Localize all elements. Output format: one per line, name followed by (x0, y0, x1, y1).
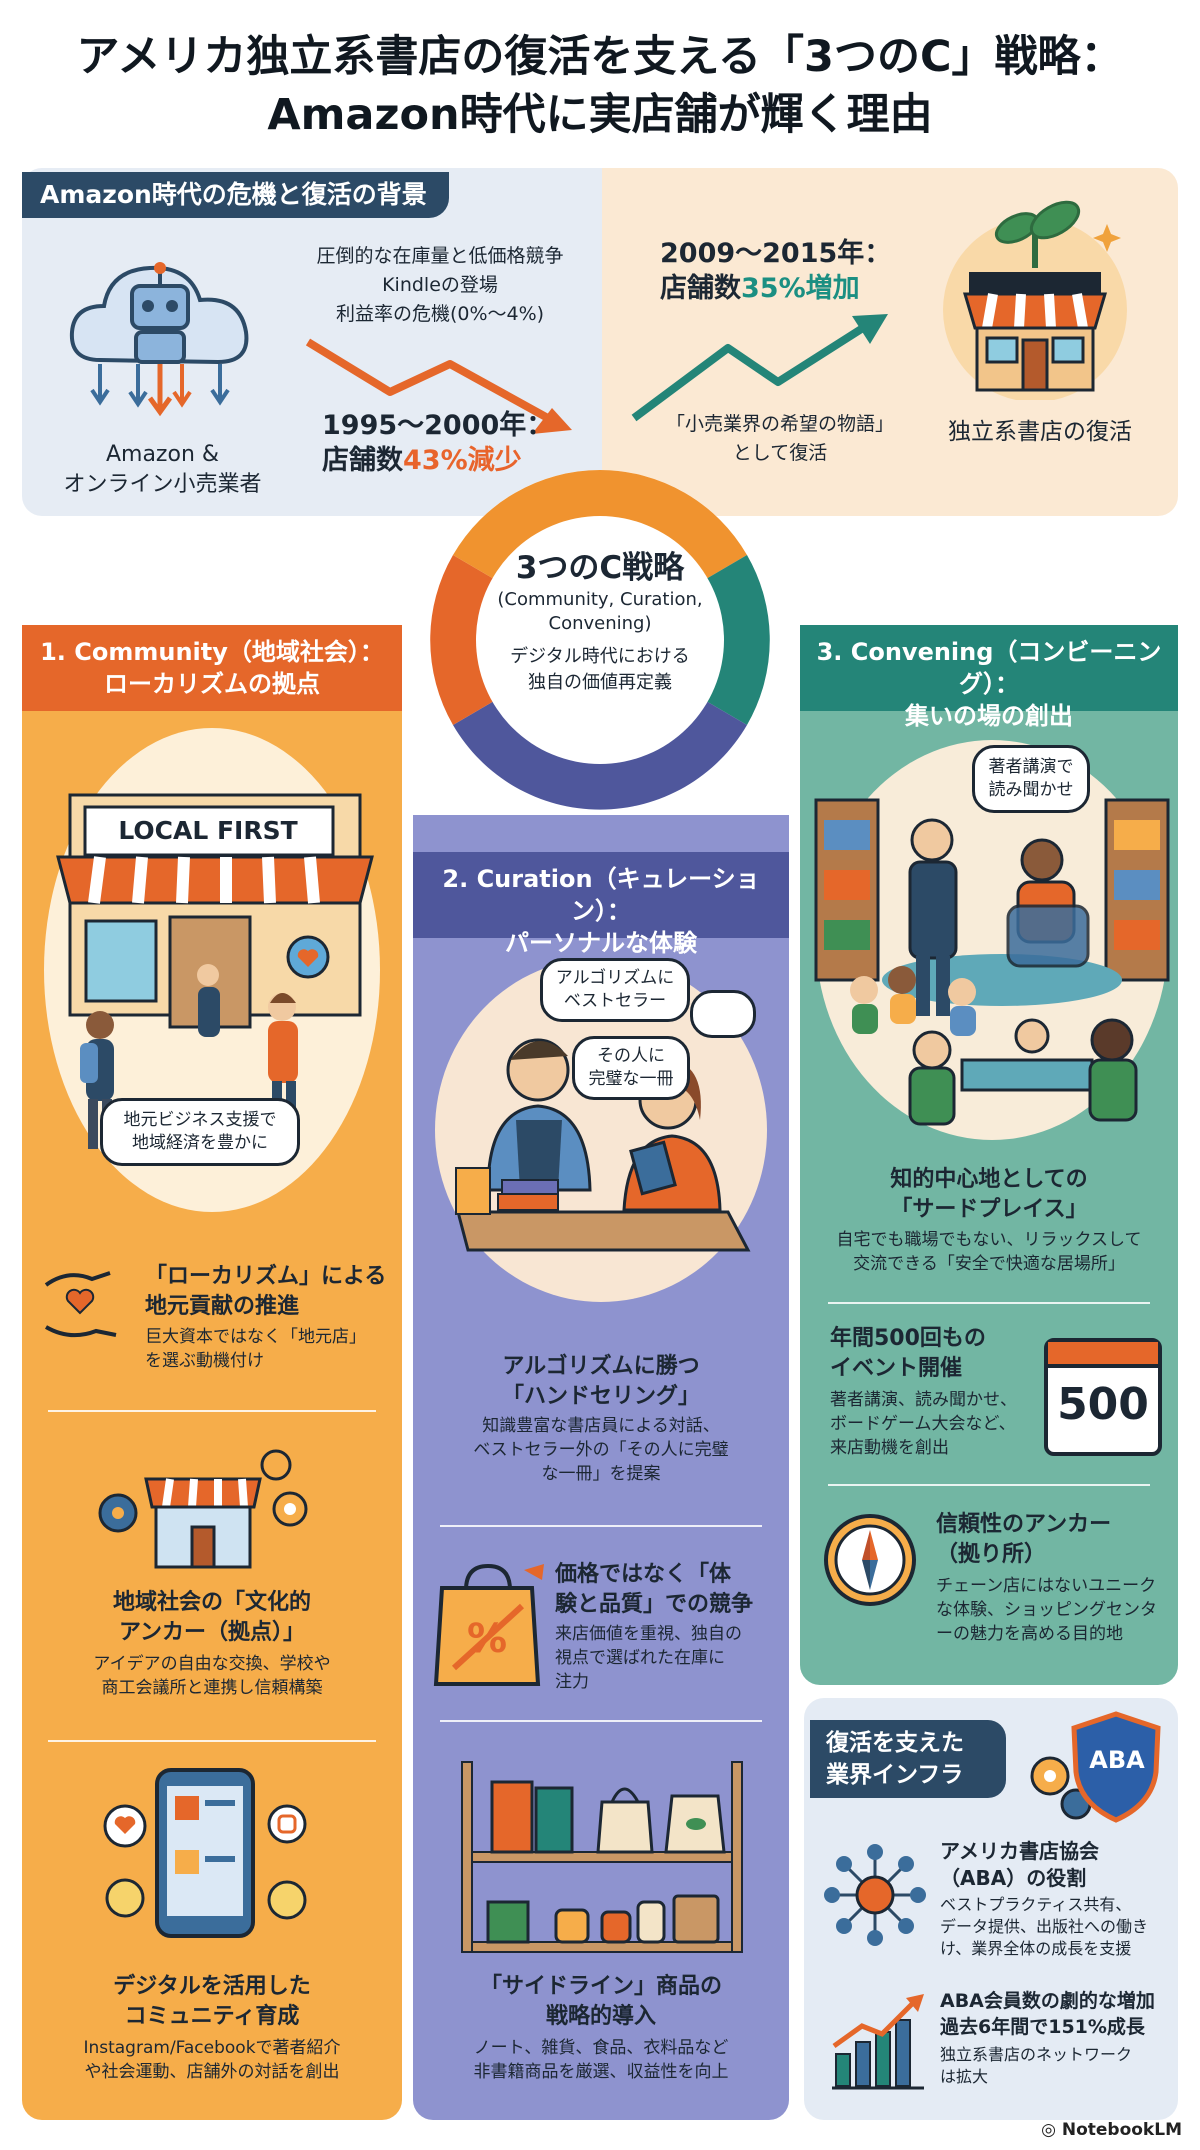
community-speech-bubble: 地元ビジネス支援で 地域経済を豊かに (100, 1098, 300, 1166)
shopping-bag-discount-icon: % (433, 1563, 544, 1686)
author-talk-bubble: 著者講演で 読み聞かせ (972, 745, 1090, 813)
hub-text: 3つのC戦略 (Community, Curation, Convening) … (448, 548, 752, 696)
local-store-illustration (44, 728, 380, 1212)
infra-item-2-title: ABA会員数の劇的な増加 過去6年間で151%成長 (940, 1990, 1155, 2038)
three-c-hub-ring (430, 470, 770, 810)
notebooklm-icon: ◎ (1041, 2120, 1062, 2140)
divider (48, 1740, 376, 1742)
curation-item-1-body: 知識豊富な書店員による対話、 ベストセラー外の「その人に完璧 な一冊」を提案 (473, 1416, 729, 1484)
community-heading: 1. Community（地域社会）： ローカリズムの拠点 (22, 625, 402, 711)
divider (440, 1720, 762, 1722)
amazon-label: Amazon & オンライン小売業者 (63, 442, 262, 497)
author-reading-illustration (814, 740, 1170, 1140)
community-item-2-body: アイデアの自由な交換、学校や 商工会議所と連携し信頼構築 (93, 1654, 331, 1698)
amazon-cloud-robot-icon (69, 262, 249, 417)
community-item-3-title: デジタルを活用した コミュニティ育成 (113, 1974, 311, 2029)
community-item-1-title: 「ローカリズム」による 地元貢献の推進 (145, 1264, 387, 1319)
curation-heading: 2. Curation（キュレーション）： パーソナルな体験 (413, 852, 789, 957)
network-hub-icon (824, 1844, 926, 1946)
curation-item-2-title: 価格ではなく「体 験と品質」での競争 (555, 1562, 754, 1617)
growth-stat: 2009〜2015年： 店舗数35%増加 (660, 238, 892, 304)
notebooklm-logo: ◎ NotebookLM (1041, 2120, 1182, 2140)
infra-item-1-body: ベストプラクティス共有、 データ提供、出版社への働き け、業界全体の成長を支援 (940, 1895, 1149, 1958)
convening-item-2-body: 著者講演、読み聞かせ、 ボードゲーム大会など、 来店動機を創出 (830, 1390, 1017, 1458)
convening-item-3-body: チェーン店にはないユニーク な体験、ショッピングセンタ ーの魅力を高める目的地 (936, 1576, 1157, 1644)
storefront-sprout-icon (943, 200, 1127, 400)
curation-item-3-title: 「サイドライン」商品の 戦略的導入 (479, 1974, 722, 2029)
convening-heading: 3. Convening（コンビーニング）： 集いの場の創出 (800, 625, 1178, 730)
hand-heart-icon (44, 1271, 117, 1338)
convening-item-3-title: 信頼性のアンカー （拠り所） (936, 1512, 1112, 1567)
hub-title: 3つのC戦略 (515, 550, 685, 586)
event-calendar-icon: 500 (1044, 1338, 1162, 1456)
hope-story: 「小売業界の希望の物語」 として復活 (665, 413, 894, 464)
curation-item-1-title: アルゴリズムに勝つ 「ハンドセリング」 (501, 1354, 700, 1409)
divider (48, 1410, 376, 1412)
perfect-book-bubble: その人に 完璧な一冊 (572, 1036, 690, 1100)
community-item-3-body: Instagram/Facebookで著者紹介 や社会運動、店舗外の対話を創出 (83, 2038, 341, 2082)
calendar-number: 500 (1057, 1379, 1149, 1430)
convening-item-1-body: 自宅でも職場でもない、リラックスして 交流できる「安全で快適な居場所」 (836, 1230, 1142, 1274)
revival-label: 独立系書店の復活 (948, 419, 1132, 445)
curation-item-3-body: ノート、雑貨、食品、衣料品など 非書籍商品を厳選、収益性を向上 (473, 2038, 729, 2082)
decline-stat: 1995〜2000年： 店舗数43%減少 (322, 410, 554, 476)
decline-arrow-icon (305, 338, 572, 434)
divider (828, 1302, 1150, 1304)
infra-item-1-title: アメリカ書店協会 （ABA）の役割 (940, 1839, 1099, 1890)
algorithm-bubble: アルゴリズムに ベストセラー (540, 958, 690, 1022)
empty-speech-bubble (690, 990, 756, 1038)
divider (440, 1525, 762, 1527)
background-section-label: Amazon時代の危機と復活の背景 (22, 172, 449, 218)
infra-label: 復活を支えた 業界インフラ (810, 1720, 1006, 1798)
crisis-points: 圧倒的な在庫量と低価格競争 Kindleの登場 利益率の危機(0%〜4%) (316, 245, 564, 325)
aba-shield-label: ABA (1089, 1746, 1145, 1774)
growth-arrow-icon (631, 314, 888, 422)
community-item-2-title: 地域社会の「文化的 アンカー（拠点）」 (112, 1590, 311, 1645)
compass-icon (824, 1514, 916, 1606)
curation-item-2-body: 来店価値を重視、独自の 視点で選ばれた在庫に 注力 (555, 1624, 742, 1692)
calendar-header (1048, 1342, 1158, 1368)
smartphone-social-icon (103, 1768, 307, 1938)
page-title: アメリカ独立系書店の復活を支える「3つのC」戦略： Amazon時代に実店舗が輝… (76, 32, 1124, 140)
local-first-sign: LOCAL FIRST (118, 816, 298, 845)
infra-item-2-body: 独立系書店のネットワーク は拡大 (940, 2045, 1133, 2086)
convening-item-1-title: 知的中心地としての 「サードプレイス」 (890, 1167, 1088, 1222)
convening-item-2-title: 年間500回もの イベント開催 (830, 1326, 986, 1381)
growth-bar-chart-icon (832, 1994, 924, 2090)
community-item-1-body: 巨大資本ではなく「地元店」 を選ぶ動機付け (145, 1327, 366, 1371)
divider (828, 1484, 1150, 1486)
sideline-shelf-icon (461, 1761, 743, 1953)
aba-shield-icon (1030, 1711, 1161, 1823)
shop-gear-icon (98, 1449, 308, 1569)
